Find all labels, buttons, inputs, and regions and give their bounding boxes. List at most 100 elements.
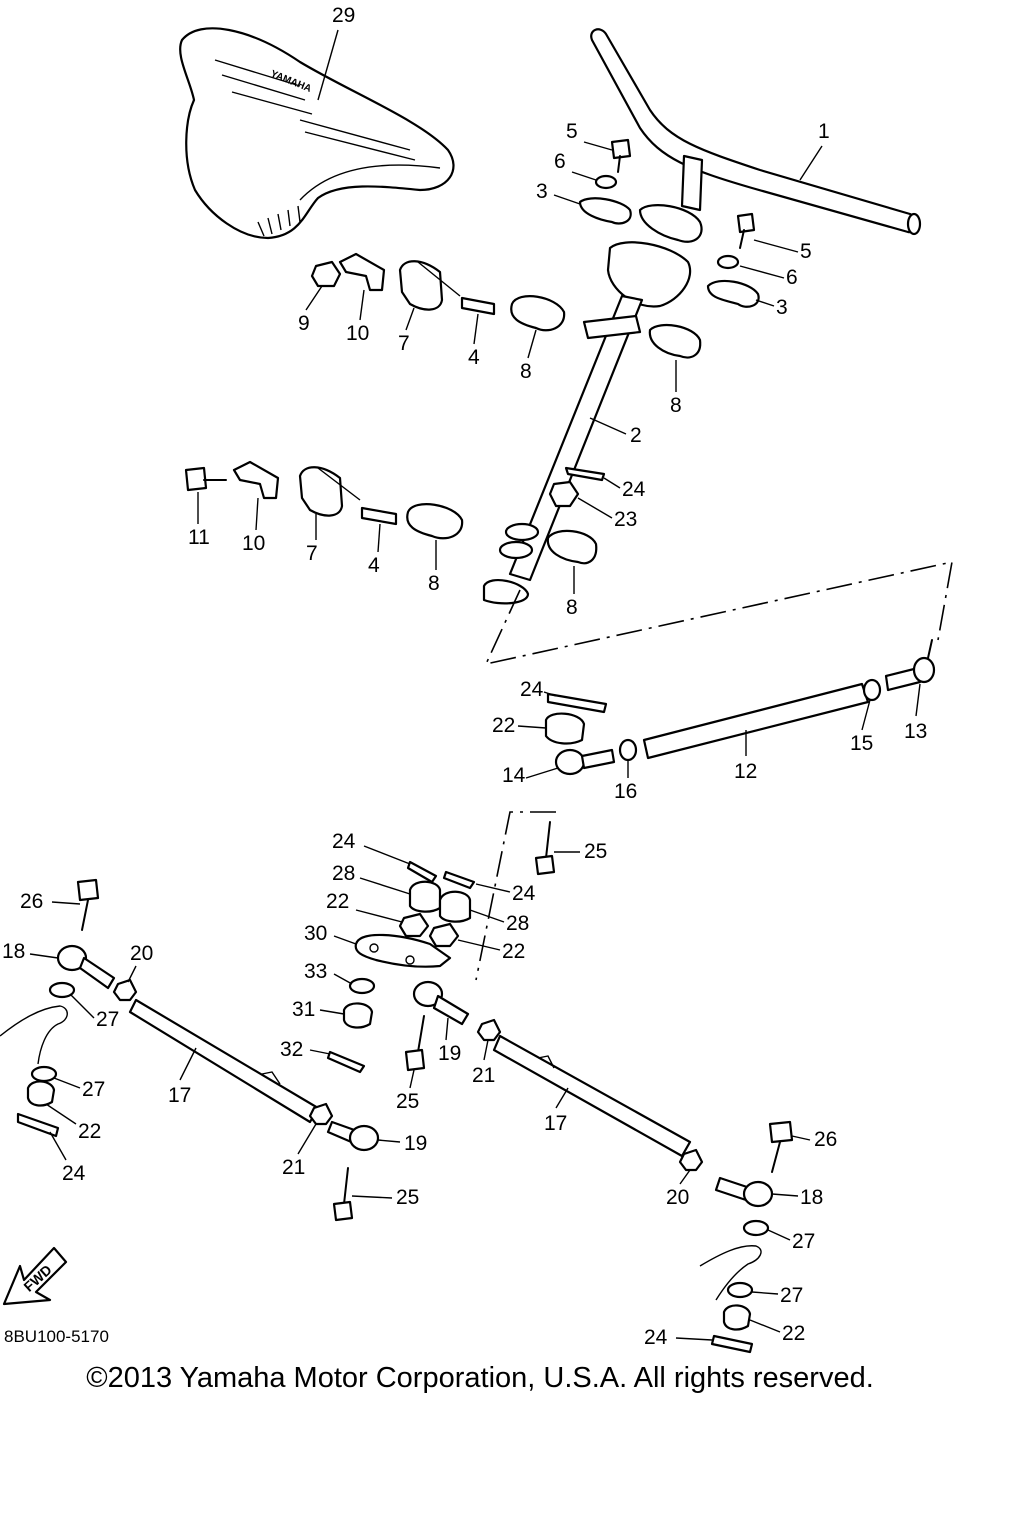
callout-22-a: 22 [492,714,515,737]
callout-8-b: 8 [670,394,682,417]
callout-30: 30 [304,922,327,945]
washer-part-27-right-upper [742,1219,770,1237]
callout-5-b: 5 [800,240,812,263]
callout-21-b: 21 [472,1064,495,1087]
callout-24-b: 24 [520,678,544,701]
callout-21-a: 21 [282,1156,305,1179]
callout-27-b: 27 [82,1078,105,1101]
tie-rod-end-part-18-right [714,1176,774,1208]
lock-washer-part-10-upper [338,252,386,292]
pitman-arm-part-30 [354,933,452,968]
bolt-part-25-left [332,1167,354,1222]
callout-6-b: 6 [786,266,798,289]
callout-33: 33 [304,960,327,983]
callout-3-b: 3 [776,296,788,319]
nut-part-31 [342,1002,374,1029]
washer-part-33 [348,977,376,995]
tie-rod-part-17-right [492,1034,692,1158]
nut-part-22-center [544,712,586,745]
callout-28-a: 28 [332,862,355,885]
bolt-part-26-right [768,1120,794,1173]
tie-rod-end-part-14 [554,748,616,776]
holder-plate-part-7-lower [298,466,344,517]
bushing-part-8-upper-left [510,295,566,332]
callout-24-a: 24 [622,478,646,501]
callout-4-a: 4 [468,346,480,369]
callout-24-f: 24 [644,1326,668,1349]
tie-rod-part-17-left [128,998,320,1124]
bushing-part-8-upper-right [648,323,702,359]
nut-part-21-left [308,1102,334,1126]
cotter-pin-part-24-arm-left [406,860,438,884]
callout-14: 14 [502,764,526,787]
bolt-part-26-left [76,878,100,931]
bolt-part-25-center [404,1015,426,1072]
diagram-code: 8BU100-5170 [4,1327,109,1346]
tie-rod-end-part-19-center [412,980,470,1026]
nut-part-22-left [26,1080,56,1107]
callout-7-b: 7 [306,542,318,565]
callout-22-d: 22 [78,1120,101,1143]
callout-16: 16 [614,780,637,803]
callout-2: 2 [630,424,642,447]
washer-part-27-left-lower [30,1065,58,1083]
callout-25-a: 25 [584,840,607,863]
callout-19-b: 19 [404,1132,427,1155]
callout-24-c: 24 [332,830,356,853]
callout-25-b: 25 [396,1090,419,1113]
callout-22-e: 22 [782,1322,805,1345]
callout-5-a: 5 [566,120,578,143]
washer-part-27-right-lower [726,1281,754,1299]
cap-part-28-right [438,890,472,923]
callout-19-a: 19 [438,1042,461,1065]
tie-rod-end-part-19-left [326,1120,380,1152]
callout-10-a: 10 [346,322,369,345]
callout-28-b: 28 [506,912,529,935]
tie-rod-end-part-13 [884,639,936,692]
callout-9: 9 [298,312,310,335]
callout-17-b: 17 [544,1112,567,1135]
cotter-pin-part-32 [326,1050,366,1074]
lock-washer-part-10-lower [232,460,280,500]
callout-26-b: 26 [814,1128,837,1151]
nut-part-16 [618,738,638,762]
callout-32: 32 [280,1038,303,1061]
bolt-part-11 [184,466,227,492]
handlebar-part-1 [590,28,922,243]
reference-line-column-to-tierod [484,560,953,666]
callout-22-b: 22 [326,890,349,913]
nut-part-20-left [112,978,138,1002]
bolt-part-5-left [610,138,632,173]
clamp-part-3-left [578,197,632,225]
tie-rod-end-part-18-left [56,944,116,990]
cotter-pin-part-24-arm-right [442,870,476,890]
callout-8-a: 8 [520,360,532,383]
cotter-pin-part-24-left [16,1112,60,1138]
callout-22-c: 22 [502,940,525,963]
washer-part-27-left-upper [48,981,76,999]
cotter-pin-part-24-center [546,692,608,714]
callout-18-b: 18 [800,1186,823,1209]
callout-20-a: 20 [130,942,153,965]
callout-24-d: 24 [512,882,536,905]
callout-18-a: 18 [2,940,25,963]
callout-24-e: 24 [62,1162,86,1185]
nut-part-22-right [722,1304,752,1331]
pin-part-4-lower [360,506,398,526]
nut-part-22-arm-right [428,922,460,948]
tie-rod-part-12 [642,682,870,760]
callout-29: 29 [332,4,355,27]
bushing-part-8-lower-right [546,529,598,565]
callout-10-b: 10 [242,532,265,555]
holder-plate-part-7-upper [398,260,444,311]
callout-11: 11 [188,526,210,549]
nut-part-20-right [678,1148,704,1172]
callout-17-a: 17 [168,1084,191,1107]
callout-8-c: 8 [428,572,440,595]
callout-25-c: 25 [396,1186,419,1209]
nut-part-22-arm-left [398,912,430,938]
pin-part-4-upper [460,296,496,316]
seat-part-29: YAMAHA [179,27,455,240]
callout-27-d: 27 [780,1284,803,1307]
callout-6-a: 6 [554,150,566,173]
